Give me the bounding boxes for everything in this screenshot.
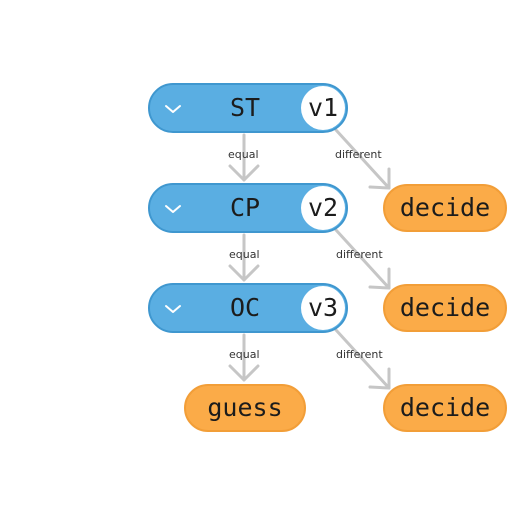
node-key: CP — [229, 193, 261, 222]
edge-equal-2 — [228, 233, 260, 282]
compare-node-cp[interactable]: CP v2 — [148, 183, 348, 233]
node-key: OC — [229, 293, 261, 322]
outcome-guess-node[interactable]: guess — [184, 384, 306, 432]
outcome-decide-node[interactable]: decide — [383, 384, 507, 432]
outcome-decide-node[interactable]: decide — [383, 184, 507, 232]
chevron-down-icon[interactable] — [162, 98, 184, 120]
edge-label-different: different — [335, 148, 382, 161]
edge-equal-1 — [228, 133, 260, 182]
edge-different-3 — [334, 328, 391, 390]
variable-label: v2 — [307, 193, 339, 222]
edge-different-1 — [334, 128, 391, 190]
node-key: ST — [229, 93, 261, 122]
edge-label-different: different — [336, 348, 383, 361]
edge-equal-3 — [228, 333, 260, 382]
compare-node-st[interactable]: ST v1 — [148, 83, 348, 133]
edge-label-equal: equal — [228, 148, 259, 161]
edge-label-equal: equal — [229, 248, 260, 261]
variable-label: v1 — [307, 93, 339, 122]
variable-badge: v1 — [301, 86, 345, 130]
outcome-decide-node[interactable]: decide — [383, 284, 507, 332]
compare-node-oc[interactable]: OC v3 — [148, 283, 348, 333]
variable-badge: v3 — [301, 286, 345, 330]
chevron-down-icon[interactable] — [162, 298, 184, 320]
edge-label-different: different — [336, 248, 383, 261]
edge-different-2 — [334, 228, 391, 290]
variable-badge: v2 — [301, 186, 345, 230]
chevron-down-icon[interactable] — [162, 198, 184, 220]
edge-label-equal: equal — [229, 348, 260, 361]
variable-label: v3 — [307, 293, 339, 322]
